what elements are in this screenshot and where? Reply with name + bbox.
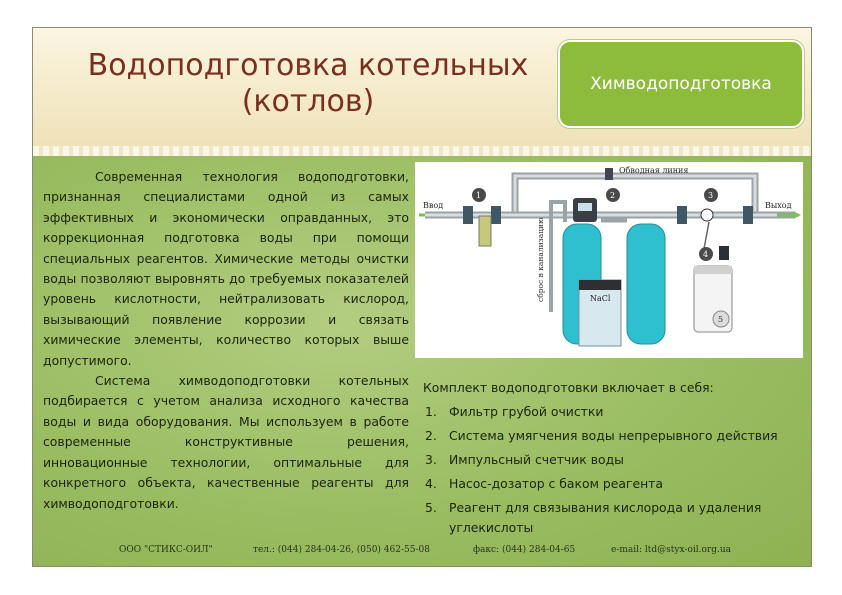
water-treatment-diagram: Обводная линия Ввод Выход <box>415 162 803 358</box>
salt-label: NaCl <box>590 294 611 303</box>
diagram-svg: Обводная линия Ввод Выход <box>419 166 801 347</box>
kit-item: 1. Фильтр грубой очистки <box>425 402 805 422</box>
kit-item: 2. Система умягчения воды непрерывного д… <box>425 426 805 446</box>
kit-item-text: Реагент для связывания кислорода и удале… <box>449 500 762 535</box>
kit-heading: Комплект водоподготовки включает в себя: <box>423 380 714 395</box>
footer-email[interactable]: e-mail: ltd@styx-oil.org.ua <box>611 545 731 555</box>
title-line-1: Водоподготовка котельных <box>87 48 529 83</box>
slide: Водоподготовка котельных (котлов) Химвод… <box>32 27 812 567</box>
drain-label: сброс в канализацию <box>536 217 545 302</box>
kit-item-number: 5. <box>425 500 437 515</box>
footer-company: ООО "СТИКС-ОИЛ" <box>119 545 213 555</box>
kit-item-number: 3. <box>425 452 437 467</box>
dosing-pump-icon <box>719 246 729 260</box>
valve-icons <box>463 206 753 224</box>
marker-2: 2 <box>610 191 615 200</box>
kit-item-text: Насос-дозатор с баком реагента <box>449 476 663 491</box>
outlet-arrow-icon <box>793 211 801 219</box>
paragraph-2: Система химводоподготовки котельных подб… <box>43 373 409 511</box>
header: Водоподготовка котельных (котлов) Химвод… <box>33 28 811 146</box>
kit-item-text: Импульсный счетчик воды <box>449 452 624 467</box>
kit-item: 3. Импульсный счетчик воды <box>425 450 805 470</box>
marker-5: 5 <box>718 315 723 324</box>
marker-3: 3 <box>708 191 713 200</box>
marker-4: 4 <box>703 250 708 259</box>
kit-list: 1. Фильтр грубой очистки 2. Система умяг… <box>425 402 805 538</box>
description-text: Современная технология водоподготовки, п… <box>43 167 409 514</box>
water-meter-icon <box>700 208 714 222</box>
footer-phone[interactable]: тел.: (044) 284-04-26, (050) 462-55-08 <box>253 545 430 555</box>
kit-item-number: 4. <box>425 476 437 491</box>
drain-pipe <box>549 200 567 312</box>
marker-1: 1 <box>476 191 481 200</box>
paragraph-1: Современная технология водоподготовки, п… <box>43 169 409 368</box>
kit-item-number: 2. <box>425 428 437 443</box>
title-line-2: (котлов) <box>241 84 375 119</box>
page-title: Водоподготовка котельных (котлов) <box>73 48 543 120</box>
bypass-label: Обводная линия <box>619 166 688 175</box>
brine-tank <box>578 279 622 347</box>
content-area: Современная технология водоподготовки, п… <box>33 156 811 566</box>
kit-item: 4. Насос-дозатор с баком реагента <box>425 474 805 494</box>
kit-item-text: Фильтр грубой очистки <box>449 404 604 419</box>
softener-tank-2 <box>626 223 666 345</box>
footer-fax: факс: (044) 284-04-65 <box>473 545 576 555</box>
kit-item-number: 1. <box>425 404 437 419</box>
bypass-valve-icon <box>605 168 613 180</box>
kit-item: 5. Реагент для связывания кислорода и уд… <box>425 498 805 538</box>
header-divider <box>33 146 811 156</box>
inlet-label: Ввод <box>423 201 443 210</box>
kit-item-text: Система умягчения воды непрерывного дейс… <box>449 428 778 443</box>
coarse-filter-icon <box>478 215 492 247</box>
diagram-markers: 1 2 3 4 5 <box>472 188 730 328</box>
kit-list-block: Комплект водоподготовки включает в себя:… <box>423 378 805 538</box>
section-badge[interactable]: Химводоподготовка <box>558 40 804 128</box>
outlet-label: Выход <box>765 201 792 210</box>
